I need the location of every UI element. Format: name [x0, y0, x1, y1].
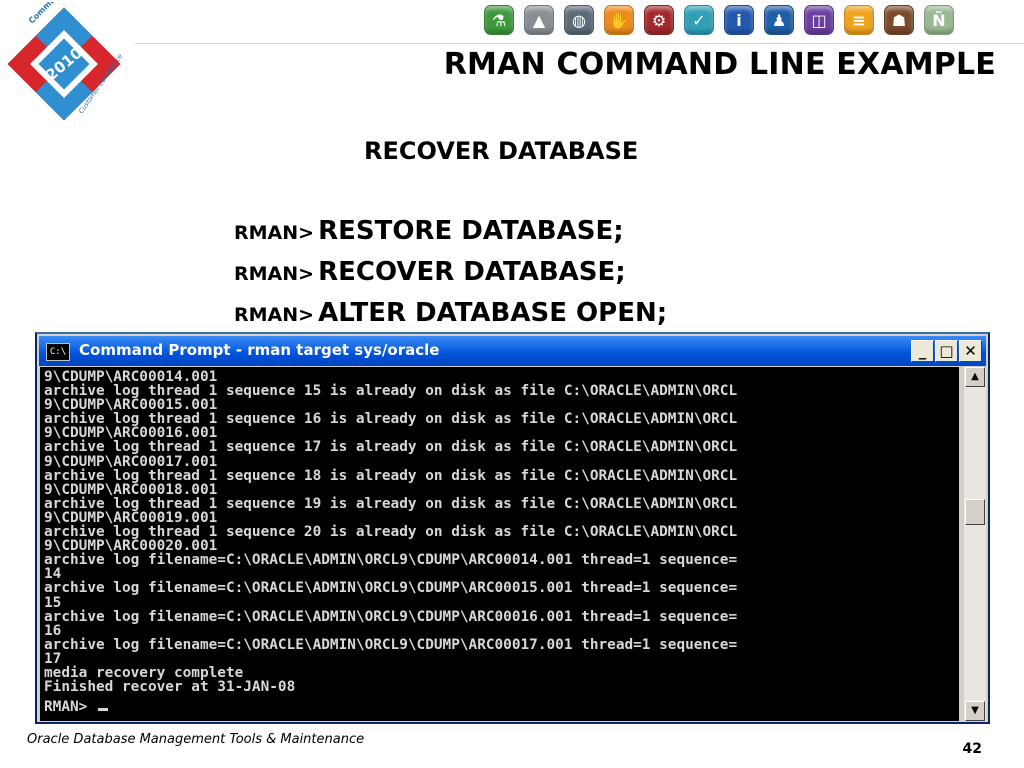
text-cursor [98, 708, 108, 711]
page-number: 42 [962, 741, 982, 757]
globe-icon[interactable]: ◍ [564, 5, 594, 35]
scroll-down-arrow-icon[interactable]: ▼ [965, 701, 985, 721]
n-icon[interactable]: Ñ [924, 5, 954, 35]
console-output-area[interactable]: 9\CDUMP\ARC00014.001 archive log thread … [40, 367, 959, 721]
command-line-3: RMAN>ALTER DATABASE OPEN; [234, 298, 667, 328]
command-line-1: RMAN>RESTORE DATABASE; [234, 216, 624, 246]
slide-title: RMAN COMMAND LINE EXAMPLE [443, 47, 996, 82]
gear-icon[interactable]: ⚙ [644, 5, 674, 35]
scrollbar-thumb[interactable] [965, 499, 985, 525]
command-statement: ALTER DATABASE OPEN; [318, 298, 668, 328]
console-output: 9\CDUMP\ARC00014.001 archive log thread … [44, 369, 738, 696]
console-prompt-text: RMAN> [44, 699, 88, 715]
check-icon[interactable]: ✓ [684, 5, 714, 35]
minimize-button[interactable]: _ [911, 340, 934, 362]
maximize-button[interactable]: □ [935, 340, 958, 362]
toolbar-icon-bar: ⚗ ▲ ◍ ✋ ⚙ ✓ i ♟ ◫ ≡ ☗ Ñ [484, 5, 954, 35]
window-titlebar[interactable]: C:\ Command Prompt - rman target sys/ora… [39, 336, 986, 366]
slide-footer: Oracle Database Management Tools & Maint… [27, 732, 365, 747]
flask-icon[interactable]: ⚗ [484, 5, 514, 35]
console-prompt[interactable]: RMAN> [44, 699, 108, 715]
cap-icon[interactable]: ▲ [524, 5, 554, 35]
conference-logo: 2010 Command Alkon Customer Conference [7, 2, 124, 120]
close-button[interactable]: ✕ [959, 340, 982, 362]
command-statement: RECOVER DATABASE; [318, 257, 626, 287]
command-prompt-window[interactable]: C:\ Command Prompt - rman target sys/ora… [35, 332, 990, 724]
window-title: Command Prompt - rman target sys/oracle [79, 341, 440, 359]
hand-shake-icon[interactable]: ☗ [884, 5, 914, 35]
command-line-2: RMAN>RECOVER DATABASE; [234, 257, 626, 287]
person-icon[interactable]: ♟ [764, 5, 794, 35]
book-icon[interactable]: ◫ [804, 5, 834, 35]
rman-prompt: RMAN> [234, 304, 315, 326]
info-icon[interactable]: i [724, 5, 754, 35]
rman-prompt: RMAN> [234, 263, 315, 285]
hand-icon[interactable]: ✋ [604, 5, 634, 35]
list-icon[interactable]: ≡ [844, 5, 874, 35]
scroll-up-arrow-icon[interactable]: ▲ [965, 367, 985, 387]
vertical-scrollbar[interactable]: ▲ ▼ [964, 367, 986, 721]
header-rule [135, 43, 1024, 44]
console-app-icon[interactable]: C:\ [46, 343, 70, 361]
rman-prompt: RMAN> [234, 222, 315, 244]
command-statement: RESTORE DATABASE; [318, 216, 624, 246]
slide-subtitle: RECOVER DATABASE [364, 137, 639, 165]
